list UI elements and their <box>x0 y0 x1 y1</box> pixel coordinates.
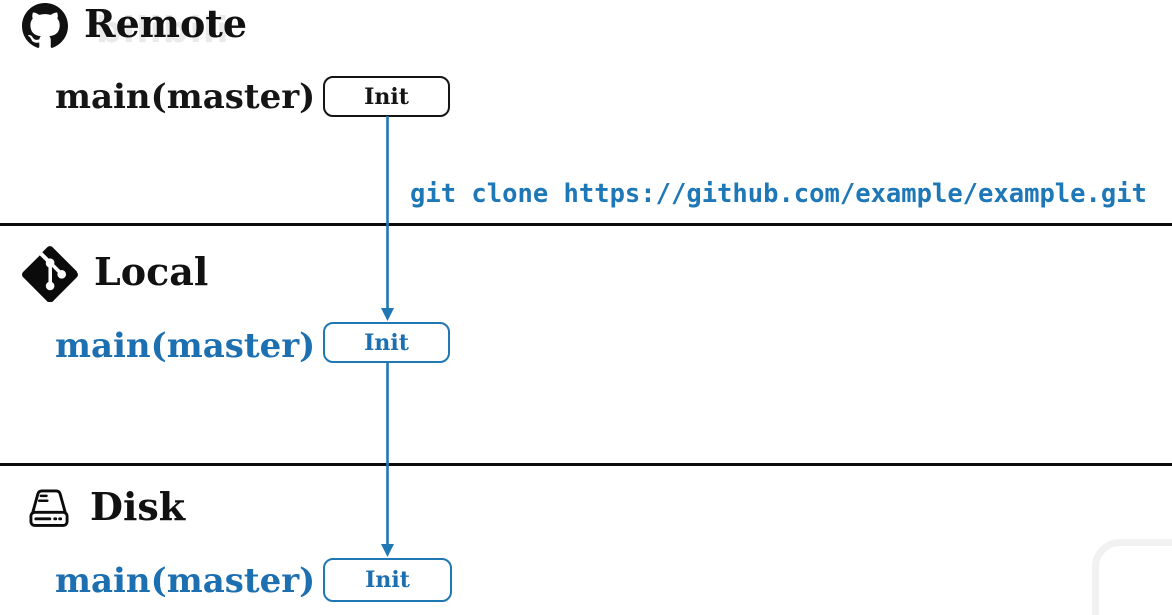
disk-icon <box>24 486 74 532</box>
local-section-header: Local <box>22 246 208 302</box>
remote-branch-label: main(master) <box>55 77 316 117</box>
local-init-node-label: Init <box>364 329 409 356</box>
remote-section-title: Remote <box>84 1 248 46</box>
remote-local-divider <box>0 223 1172 226</box>
disk-section-title: Disk <box>90 484 186 529</box>
remote-init-node: Init <box>323 76 450 117</box>
remote-init-node-label: Init <box>364 83 409 110</box>
disk-init-node-label: Init <box>365 567 410 593</box>
local-section-title: Local <box>94 249 209 294</box>
remote-section-header: Remote <box>22 3 247 49</box>
clone-arrow-local-to-disk <box>381 363 394 557</box>
local-init-node: Init <box>323 322 450 363</box>
local-branch-label: main(master) <box>55 326 316 366</box>
disk-branch-label: main(master) <box>55 561 316 601</box>
disk-section-header: Disk <box>24 486 185 532</box>
github-icon <box>22 3 68 49</box>
clone-arrow-remote-to-local <box>381 116 394 321</box>
disk-init-node: Init <box>323 558 452 602</box>
bilibili-corner-watermark <box>1092 539 1172 615</box>
local-disk-divider <box>0 463 1172 466</box>
git-icon <box>22 246 78 302</box>
bilibili-watermark: bilibili <box>96 10 230 51</box>
git-clone-command: git clone https://github.com/example/exa… <box>410 179 1147 209</box>
